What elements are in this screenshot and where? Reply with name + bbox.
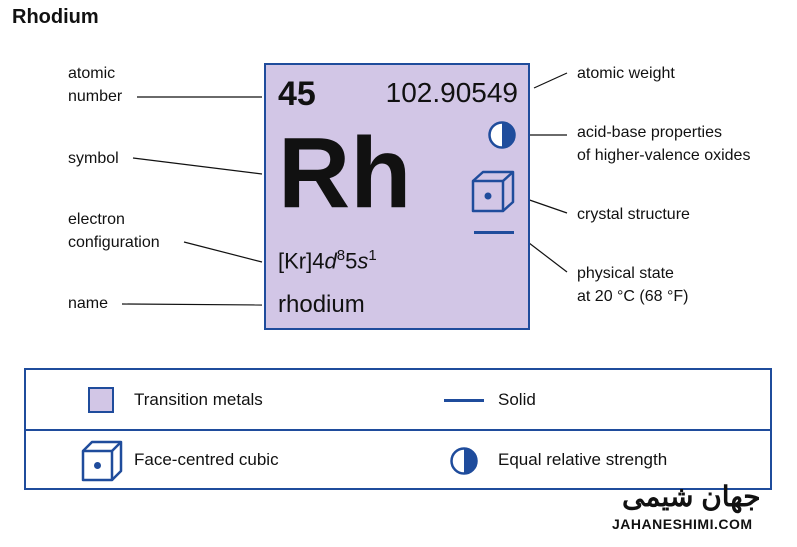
label-atomic-number: atomic number — [68, 65, 123, 105]
atomic-weight: 102.90549 — [385, 77, 518, 108]
legend-divider — [26, 429, 770, 431]
label-physical-state: physical state at 20 °C (68 °F) — [577, 265, 689, 305]
leader-symbol — [132, 157, 263, 175]
label-acid-base: acid-base properties of higher-valence o… — [577, 124, 751, 164]
page-title: Rhodium — [12, 6, 99, 28]
label-crystal-structure: crystal structure — [577, 206, 690, 223]
element-name: rhodium — [278, 291, 365, 318]
face-centred-cubic-icon — [471, 170, 515, 213]
label-symbol: symbol — [68, 150, 119, 167]
label-atomic-weight: atomic weight — [577, 65, 675, 82]
watermark-logo: جهان شیمی — [622, 481, 761, 512]
electron-configuration: [Kr]4d85s1 — [278, 247, 377, 274]
legend-category: Transition metals — [134, 390, 263, 409]
atomic-number: 45 — [278, 75, 316, 113]
watermark-site: JAHANESHIMI.COM — [612, 516, 753, 532]
half-filled-circle-icon — [488, 121, 516, 149]
leader-atomic-weight — [533, 72, 568, 89]
element-tile: 45 102.90549 Rh [Kr]4d85s1 rhodium — [264, 63, 530, 330]
legend-state: Solid — [498, 390, 536, 409]
element-symbol: Rh — [278, 117, 412, 229]
legend-acid-base: Equal relative strength — [498, 450, 668, 469]
legend-solid-bar-icon — [444, 399, 484, 402]
solid-bar-icon — [474, 231, 514, 234]
legend-half-filled-circle-icon — [450, 447, 478, 475]
transition-metal-swatch — [88, 387, 114, 413]
label-name: name — [68, 295, 109, 312]
legend-face-centred-cubic-icon — [81, 440, 123, 482]
legend-crystal: Face-centred cubic — [134, 450, 279, 469]
label-electron-configuration: electron configuration — [68, 211, 160, 251]
leader-name — [121, 303, 263, 306]
leader-electron-config — [183, 241, 263, 263]
legend: Transition metals Solid Face-centred cub… — [24, 368, 772, 490]
